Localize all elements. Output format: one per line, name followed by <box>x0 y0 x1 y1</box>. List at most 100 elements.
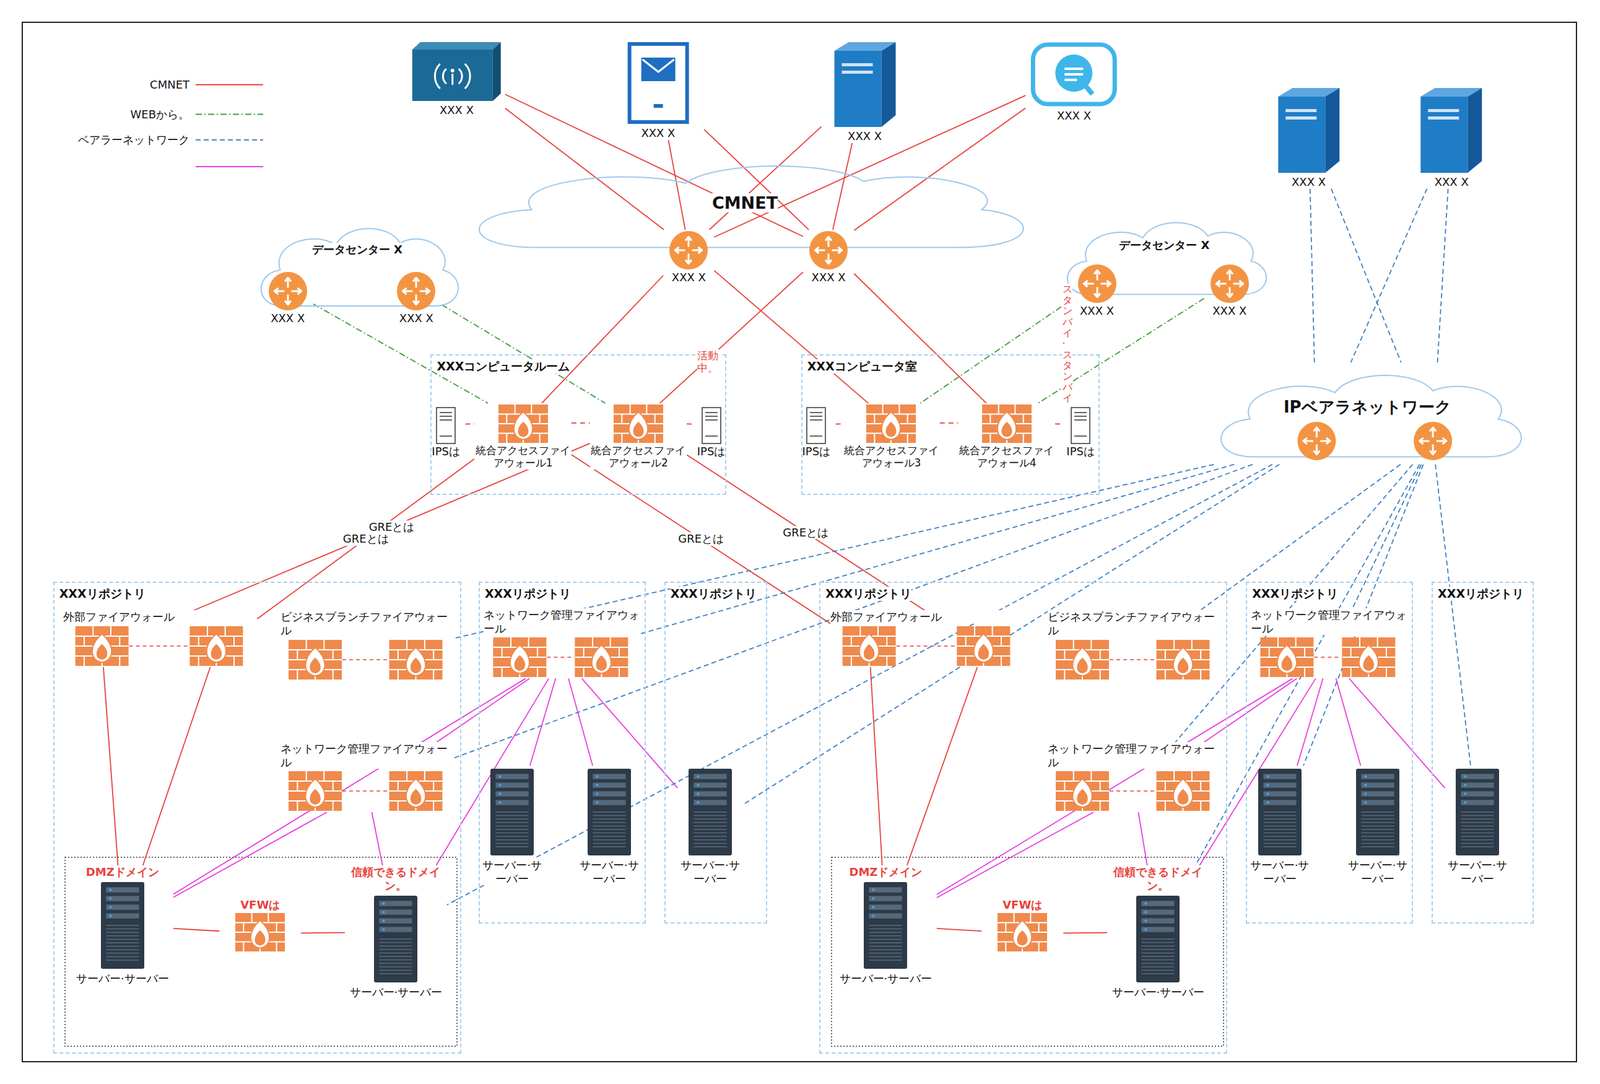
flame <box>629 411 648 440</box>
flame <box>510 645 530 674</box>
rack-body <box>1136 895 1180 983</box>
device-icon-art <box>408 40 506 104</box>
device-icon: XXX X <box>1025 40 1123 123</box>
connector <box>1437 188 1448 363</box>
flame <box>310 658 321 673</box>
firewall-pair: ビジネスブランチファイアウォール <box>280 609 454 680</box>
envelope-flap <box>642 59 674 72</box>
rack-light <box>1266 801 1269 804</box>
rack-slot <box>693 790 727 796</box>
rack-light <box>1464 792 1467 796</box>
rack-light <box>696 775 700 778</box>
flame <box>515 655 526 670</box>
rack-slot <box>1263 790 1296 796</box>
firewall-bricks <box>842 626 896 666</box>
connector <box>640 464 1235 634</box>
rack-light <box>1364 792 1367 796</box>
domain-box <box>831 856 1224 1046</box>
server: DMZドメインサーバー·サーバー <box>834 865 937 985</box>
rack-light <box>696 783 700 787</box>
rack-light <box>595 783 599 787</box>
rack-slot <box>869 886 903 892</box>
firewall-body <box>613 404 664 443</box>
node-label: サーバー·サーバー <box>1445 858 1511 885</box>
connector <box>173 928 220 931</box>
firewall-pair: 外部ファイアウォール <box>830 609 1025 667</box>
legend-sample <box>195 165 264 168</box>
group-heading: XXXリポジトリ <box>1437 586 1524 601</box>
router-icon <box>267 270 309 312</box>
flame <box>211 644 222 659</box>
edge-label: GREとは <box>341 531 391 546</box>
firewall-pair-heading: 外部ファイアウォール <box>63 609 257 624</box>
rack-body <box>100 881 145 969</box>
firewall-pair-heading: ネットワーク管理ファイアウォール <box>483 608 641 635</box>
firewall-icon <box>233 911 287 953</box>
rack-light <box>382 918 386 922</box>
firewall-bricks <box>190 626 244 666</box>
router-arrows <box>1216 269 1243 297</box>
rack-light <box>1464 801 1467 804</box>
firewall-body <box>1055 770 1109 811</box>
node-label: VFWは <box>240 897 280 912</box>
rack-grill <box>592 811 626 847</box>
firewall-bricks <box>288 770 342 811</box>
flame <box>305 778 326 807</box>
flame <box>1359 645 1379 674</box>
rack-slot <box>869 904 903 909</box>
connector <box>1199 678 1316 866</box>
flame <box>255 930 266 945</box>
router: XXX X <box>390 270 442 326</box>
firewall-pair: ネットワーク管理ファイアウォール <box>1250 608 1409 679</box>
firewall-bricks <box>866 404 916 443</box>
rack-slot <box>1141 900 1175 906</box>
rack-slot <box>1263 799 1296 805</box>
firewall-pair-heading: 外部ファイアウォール <box>830 609 1025 624</box>
group-box: XXXコンピュータルームIPSは統合アクセスファイアウォール1統合アクセスファイ… <box>430 354 727 495</box>
rack-light <box>1144 927 1148 931</box>
flame <box>1017 930 1028 945</box>
rack-slot <box>1141 926 1175 932</box>
device-icon: XXX X <box>612 40 705 140</box>
node-label: サーバー·サーバー <box>349 985 443 999</box>
firewall-bricks <box>574 637 628 677</box>
flame <box>1078 789 1088 804</box>
router-arrows <box>403 277 430 305</box>
rack-light <box>1144 910 1148 913</box>
connector <box>1310 188 1315 363</box>
firewall-pair-heading: ネットワーク管理ファイアウォール <box>1047 741 1222 769</box>
rack-slot <box>379 908 413 914</box>
firewall-body <box>190 626 244 666</box>
connector <box>256 458 475 620</box>
server-icon: XXX X <box>1270 86 1348 189</box>
firewall: 統合アクセスファイアウォール2 <box>590 403 688 470</box>
node-label: サーバー·サーバー <box>479 858 545 885</box>
rack-light <box>108 897 112 900</box>
rack-light <box>872 905 875 909</box>
firewall-bricks <box>1342 637 1396 677</box>
flame <box>1013 920 1032 948</box>
server-icon <box>863 881 908 970</box>
firewall-bricks <box>235 912 285 952</box>
device-button <box>653 104 663 108</box>
flame <box>886 422 896 436</box>
rack-slot <box>1360 799 1394 805</box>
legend-text: WEBから。 <box>130 107 190 122</box>
rack-slot <box>105 895 139 901</box>
firewall-body <box>1260 637 1314 677</box>
rack-slot <box>592 790 626 796</box>
connector <box>920 299 1072 404</box>
connector <box>832 143 853 230</box>
connector <box>300 931 345 934</box>
group-heading: XXXリポジトリ <box>484 586 571 601</box>
server: サーバー·サーバー <box>576 765 642 885</box>
ips-device: IPSは <box>691 406 731 459</box>
server: サーバー·サーバー <box>479 765 545 885</box>
rack-slot <box>592 782 626 787</box>
ips-icon <box>434 406 457 445</box>
flame <box>250 920 270 948</box>
rack-body <box>1258 768 1302 856</box>
group-heading: XXXコンピュータルーム <box>436 359 570 374</box>
router-body <box>396 271 436 311</box>
